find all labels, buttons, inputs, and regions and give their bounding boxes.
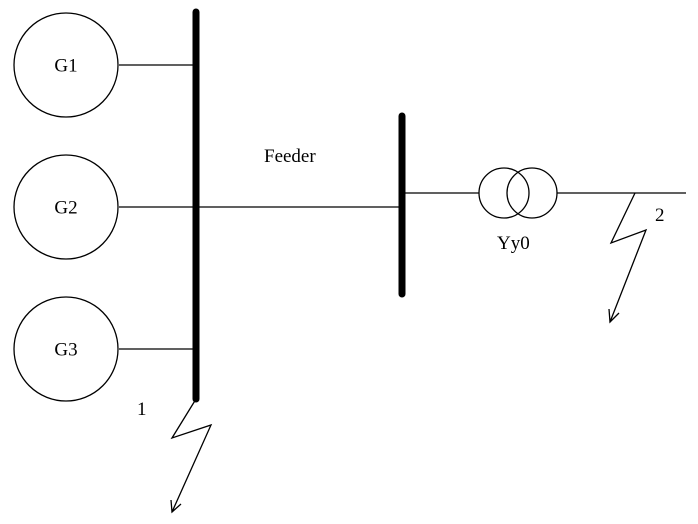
generator-g2-circle <box>13 154 119 260</box>
transformer-winding-secondary <box>506 167 558 219</box>
fault-1-arrow <box>170 398 213 514</box>
generator-g1-circle <box>13 12 119 118</box>
generator-g2-label: G2 <box>54 198 77 219</box>
transformer <box>478 167 558 219</box>
feeder-label: Feeder <box>264 146 316 167</box>
generator-g1: G1 <box>13 12 196 118</box>
generator-g3-label: G3 <box>54 340 77 361</box>
fault-1-label: 1 <box>137 399 147 420</box>
generator-g1-label: G1 <box>54 56 77 77</box>
transformer-winding-primary <box>478 167 530 219</box>
transformer-label: Yy0 <box>497 233 530 254</box>
generator-g3: G3 <box>13 296 196 402</box>
fault-2-arrow <box>608 192 648 324</box>
fault-2-label: 2 <box>655 205 665 226</box>
generator-g2: G2 <box>13 154 196 260</box>
generator-g3-circle <box>13 296 119 402</box>
